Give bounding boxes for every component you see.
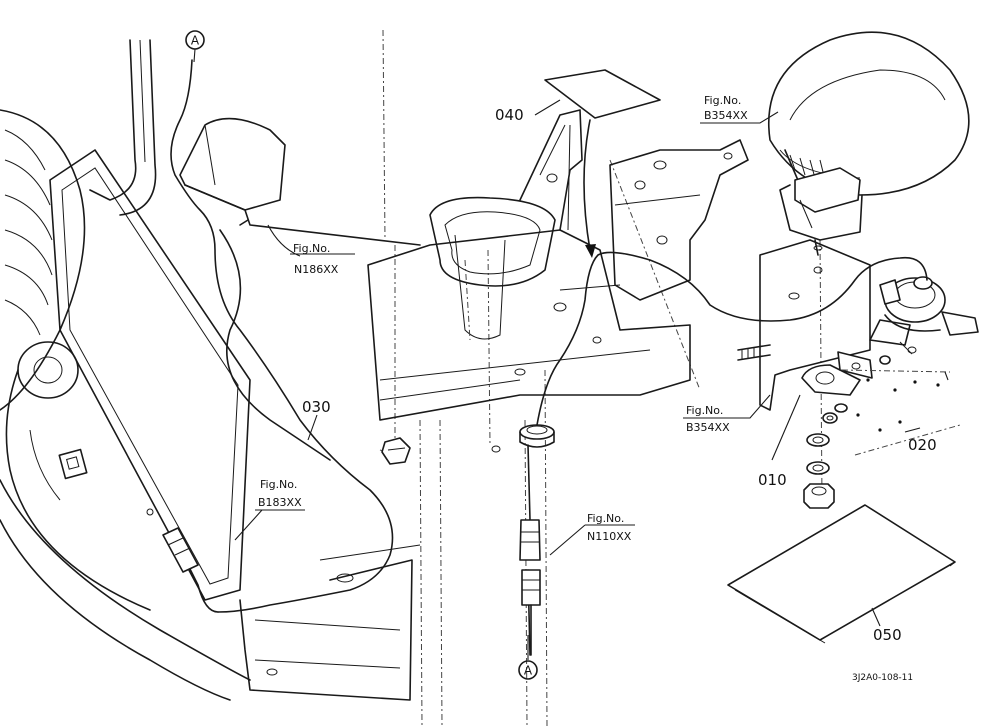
hardware-stack — [801, 351, 891, 509]
construction-lines — [379, 29, 823, 726]
seat-structure — [0, 39, 421, 701]
svg-text:Fig.No.: Fig.No. — [686, 404, 723, 417]
hardware-guide — [841, 369, 961, 456]
svg-text:N186XX: N186XX — [294, 263, 339, 276]
relay-unit — [869, 276, 979, 355]
console-bracket — [367, 109, 749, 465]
manual-050 — [727, 504, 956, 644]
callout-030: 030 — [302, 398, 331, 416]
svg-text:A: A — [524, 664, 533, 678]
connection-mark-bottom: A — [518, 660, 538, 680]
callout-labels: 040 030 010 020 050 — [302, 106, 937, 644]
fig-ref-n186xx: Fig.No. N186XX — [293, 242, 339, 276]
fig-ref-b354xx-lower: Fig.No. B354XX — [686, 404, 730, 434]
leader-lines — [193, 48, 921, 660]
wire-harness — [146, 59, 928, 656]
figure-references: Fig.No. N186XX Fig.No. B354XX Fig.No. B3… — [258, 94, 748, 543]
drawing-code: 3J2A0-108-11 — [852, 673, 913, 683]
fig-ref-n110xx: Fig.No. N110XX — [587, 512, 632, 543]
svg-text:Fig.No.: Fig.No. — [293, 242, 330, 255]
svg-text:Fig.No.: Fig.No. — [587, 512, 624, 525]
mounting-plate — [737, 239, 871, 411]
callout-010: 010 — [758, 471, 787, 489]
sticker-040 — [544, 69, 661, 119]
svg-text:N110XX: N110XX — [587, 530, 632, 543]
svg-text:Fig.No.: Fig.No. — [704, 94, 741, 107]
svg-text:A: A — [191, 34, 200, 48]
callout-020: 020 — [908, 436, 937, 454]
callout-040: 040 — [495, 106, 524, 124]
fig-ref-b183xx: Fig.No. B183XX — [258, 478, 302, 509]
callout-050: 050 — [873, 626, 902, 644]
svg-text:B354XX: B354XX — [686, 421, 730, 434]
fig-ref-b354xx-top: Fig.No. B354XX — [704, 94, 748, 122]
svg-text:Fig.No.: Fig.No. — [260, 478, 297, 491]
connection-mark-top: A — [185, 30, 205, 50]
svg-text:B183XX: B183XX — [258, 496, 302, 509]
work-light — [768, 31, 970, 256]
connection-marks: A A — [185, 30, 538, 680]
svg-text:B354XX: B354XX — [704, 109, 748, 122]
